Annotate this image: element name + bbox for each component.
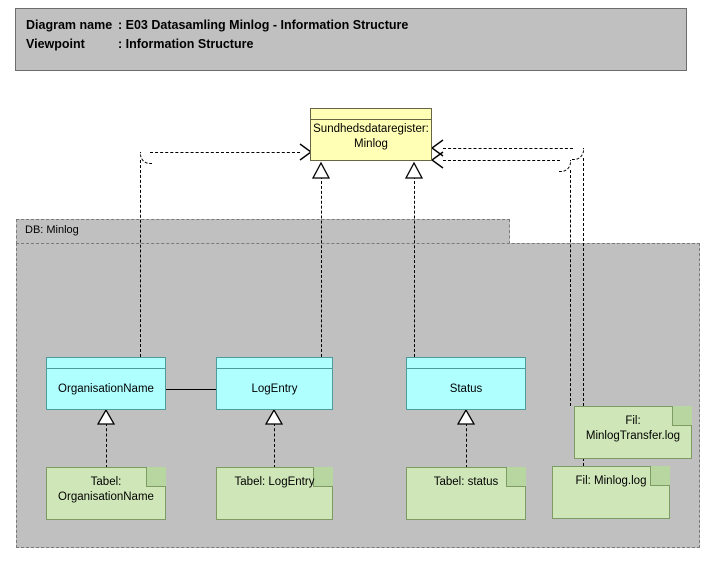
artifact-label: Fil: MinlogTransfer.log [585, 415, 681, 442]
diagram-title-block: Diagram name : E03 Datasamling Minlog - I… [15, 8, 687, 71]
node-label: OrganisationName [58, 382, 154, 395]
node-body: LogEntry [217, 369, 332, 409]
connector-tabel-status-realization [466, 423, 467, 468]
node-header-strip [407, 358, 525, 369]
connector-status-to-register [414, 176, 415, 357]
viewpoint-row: Viewpoint : Information Structure [26, 35, 686, 54]
node-body: Status [407, 369, 525, 409]
folded-corner-icon [146, 467, 166, 487]
artifact-tabel-logentry[interactable]: Tabel: LogEntry [216, 467, 333, 520]
node-body: OrganisationName [47, 369, 165, 409]
connector-filminlog-vertical [583, 158, 584, 466]
folded-corner-icon [672, 406, 692, 426]
connector-minlogtransfer-vertical [570, 170, 571, 406]
artifact-fil-minlogtransfer[interactable]: Fil: MinlogTransfer.log [574, 406, 692, 459]
diagram-name-label: Diagram name [26, 18, 113, 32]
artifact-tabel-status[interactable]: Tabel: status [406, 467, 526, 520]
node-sundhedsdataregister-minlog[interactable]: Sundhedsdataregister: Minlog [310, 108, 432, 161]
connector-minlogtransfer-horizontal [443, 160, 560, 161]
node-label: LogEntry [251, 382, 298, 395]
node-label: Sundhedsdataregister: Minlog [313, 123, 429, 150]
group-tab-label: DB: Minlog [25, 224, 79, 236]
artifact-label: Tabel: OrganisationName [58, 476, 154, 503]
group-tab-db-minlog[interactable]: DB: Minlog [16, 219, 510, 244]
folded-corner-icon [506, 467, 526, 487]
node-body: Sundhedsdataregister: Minlog [311, 120, 431, 160]
viewpoint-label: Viewpoint [26, 37, 85, 51]
artifact-label: Tabel: status [433, 476, 499, 488]
artifact-label: Fil: Minlog.log [575, 475, 647, 487]
artifact-fil-minlog[interactable]: Fil: Minlog.log [552, 466, 670, 519]
artifact-label: Tabel: LogEntry [234, 476, 315, 488]
node-header-strip [311, 109, 431, 120]
diagram-name-row: Diagram name : E03 Datasamling Minlog - I… [26, 16, 686, 35]
node-label: Status [449, 382, 483, 395]
folded-corner-icon [650, 466, 670, 486]
connector-organisationname-logentry-association [166, 389, 216, 390]
diagram-name-value: : E03 Datasamling Minlog - Information S… [118, 18, 409, 32]
node-header-strip [47, 358, 165, 369]
connector-organisationname-to-register-vertical [140, 160, 141, 357]
connector-filminlog-horizontal [443, 148, 573, 149]
viewpoint-value: : Information Structure [118, 37, 254, 51]
node-header-strip [217, 358, 332, 369]
folded-corner-icon [313, 467, 333, 487]
connector-logentry-to-register [321, 176, 322, 357]
connector-tabel-logentry-realization [274, 423, 275, 468]
node-organisationname[interactable]: OrganisationName [46, 357, 166, 410]
connector-organisationname-corner [140, 152, 152, 164]
node-status[interactable]: Status [406, 357, 526, 410]
artifact-tabel-organisationname[interactable]: Tabel: OrganisationName [46, 467, 166, 520]
connector-organisationname-to-register-horizontal [150, 152, 300, 153]
connector-tabel-organisationname-realization [106, 423, 107, 468]
node-logentry[interactable]: LogEntry [216, 357, 333, 410]
